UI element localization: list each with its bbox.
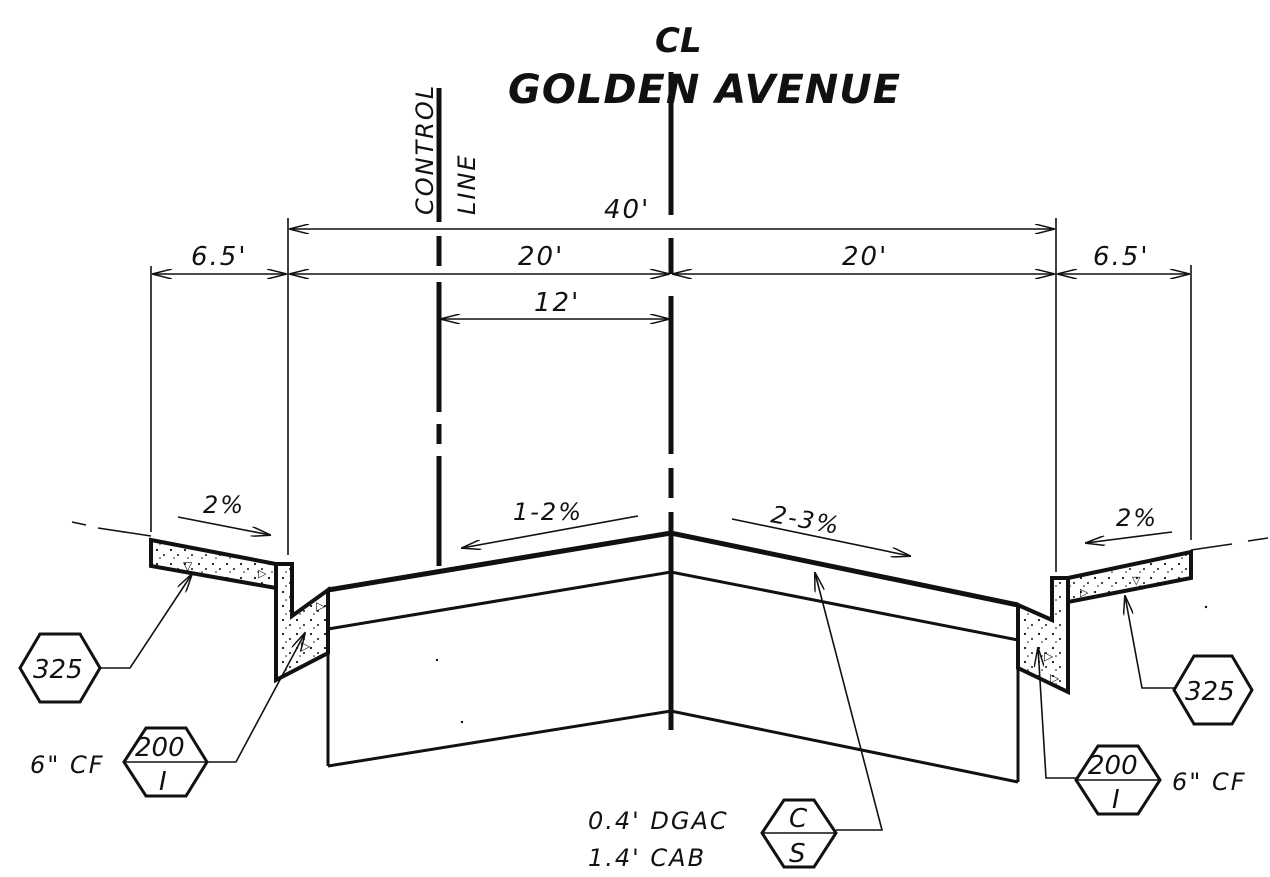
slope-right-travel: 2-3% <box>769 500 843 540</box>
callout-pavement-line2: 1.4' CAB <box>588 844 706 872</box>
centerline-symbol: CL <box>655 21 702 61</box>
svg-text:▷: ▷ <box>258 567 267 580</box>
slope-right-walk: 2% <box>1116 504 1158 532</box>
dimension-control-offset-label: 12' <box>534 288 580 318</box>
control-line-label-1: CONTROL <box>411 84 439 215</box>
callout-curb-left: 200 I <box>122 726 209 798</box>
callout-curb-left-note: 6" CF <box>30 751 105 779</box>
callout-sidewalk-left: 325 <box>18 632 102 704</box>
callout-curb-right-note: 6" CF <box>1172 768 1247 796</box>
dimension-right-half: 20' <box>842 242 888 272</box>
centerline-symbol-text: CL <box>655 21 702 61</box>
callout-sidewalk-right-text: 325 <box>1185 677 1235 707</box>
callout-pavement: C S <box>760 798 838 869</box>
svg-text:▷: ▷ <box>316 599 326 613</box>
callout-sidewalk-right: 325 <box>1172 654 1254 726</box>
svg-text:▷: ▷ <box>1050 671 1060 685</box>
pavement-section <box>326 530 1020 784</box>
callout-curb-right: 200 I <box>1074 744 1162 816</box>
control-line-label-2: LINE <box>453 153 481 215</box>
slope-left-travel: 1-2% <box>513 498 583 526</box>
callout-sidewalk-left-text: 325 <box>33 655 83 685</box>
dimension-total-label: 40' <box>604 195 650 225</box>
sidewalk-right: ▷ ▽ <box>1066 549 1193 605</box>
drawing-title: GOLDEN AVENUE <box>508 67 901 113</box>
svg-text:▽: ▽ <box>183 559 193 573</box>
callout-curb-left-bottom: I <box>159 767 167 797</box>
existing-ground-lines <box>71 521 1269 551</box>
callout-curb-right-top: 200 <box>1088 751 1138 781</box>
callout-pavement-top: C <box>789 804 808 834</box>
dimension-left-half: 20' <box>518 242 564 272</box>
dimension-extension-lines <box>150 218 1192 572</box>
callout-pavement-line1: 0.4' DGAC <box>588 807 729 835</box>
curb-right: ▷ ▷ <box>1016 576 1070 696</box>
svg-text:▷: ▷ <box>1080 586 1089 599</box>
callout-pavement-bottom: S <box>789 839 806 869</box>
curb-left: ▷ ▷ <box>274 562 330 684</box>
leader-lines <box>100 573 1174 831</box>
callout-curb-left-top: 200 <box>135 733 185 763</box>
sidewalk-left: ▽ ▷ <box>149 537 278 591</box>
svg-text:▷: ▷ <box>301 639 311 653</box>
svg-text:▷: ▷ <box>1044 649 1054 663</box>
svg-text:▽: ▽ <box>1132 574 1141 587</box>
slope-arrows <box>177 515 1173 556</box>
slope-left-walk: 2% <box>203 491 245 519</box>
dimension-right-shoulder: 6.5' <box>1093 242 1150 272</box>
dimension-left-shoulder: 6.5' <box>191 242 248 272</box>
callout-curb-right-bottom: I <box>1112 785 1120 815</box>
